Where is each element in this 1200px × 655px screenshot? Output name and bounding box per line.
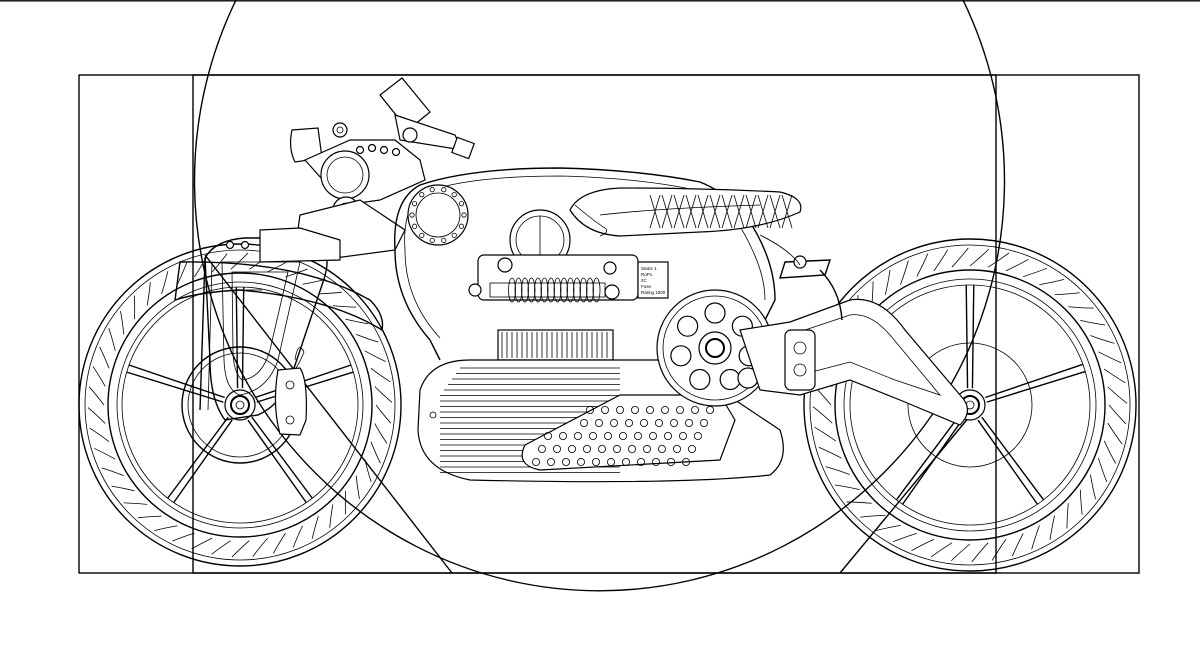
seat <box>569 187 802 237</box>
front-hub <box>224 389 256 421</box>
rear-subframe <box>759 234 801 266</box>
label-line-1: Stator 1 <box>641 266 657 271</box>
label-line-3: 2C <box>641 278 648 283</box>
front-tire-tread <box>87 252 393 558</box>
controller-label-plate <box>637 261 669 299</box>
perforated-side-plate <box>521 394 736 471</box>
golden-guide-circle <box>193 0 1006 592</box>
front-rake-guide <box>204 254 453 574</box>
fuel-cap <box>407 184 469 246</box>
controller-block <box>497 329 614 361</box>
label-line-4: Fuse <box>641 284 652 289</box>
mirror-knob <box>332 122 348 138</box>
front-brake-caliper <box>274 347 307 436</box>
motor <box>656 289 774 407</box>
label-line-5: Rating 1000 <box>641 290 666 295</box>
rear-wheel <box>803 238 1137 572</box>
swingarm <box>739 255 969 426</box>
steering-head-disc <box>320 150 370 200</box>
outer-guide-frame <box>78 74 1140 574</box>
rear-guide-line <box>839 409 976 574</box>
rear-shock: Stator 1 RoP1 2C Fuse Rating 1000 <box>468 254 669 303</box>
inner-guide-frame <box>192 74 997 574</box>
bar-end <box>451 136 475 160</box>
label-line-2: RoP1 <box>641 272 653 277</box>
front-wheel <box>78 243 402 567</box>
